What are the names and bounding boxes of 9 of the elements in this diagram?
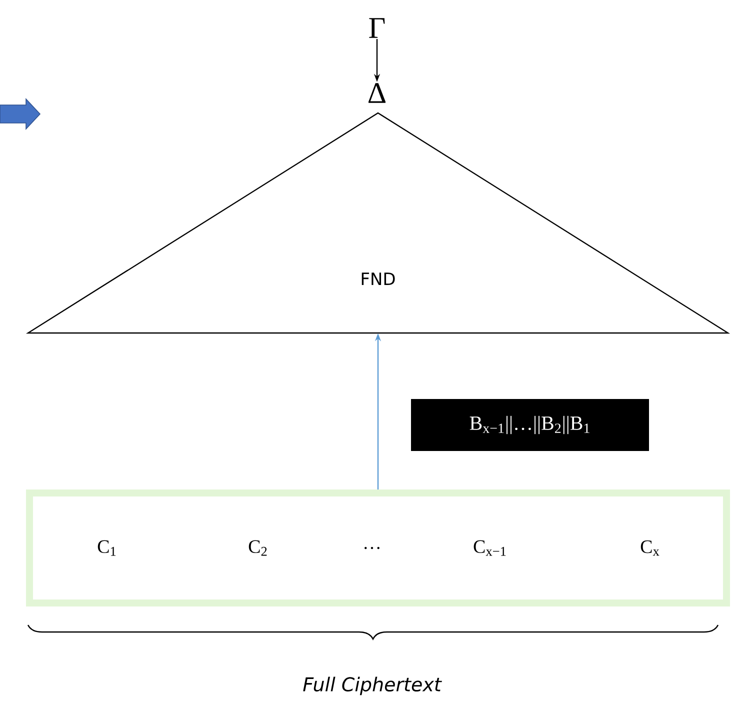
block-label: … [364, 546, 380, 550]
edge-label: B$_{x−1}$||…||B$_{2}$||B$_{1}$ [411, 399, 649, 451]
brace-label: Full Ciphertext [303, 676, 442, 696]
block-label: C$_{2}$ [248, 540, 267, 556]
block-label: C$_{1}$ [98, 540, 116, 556]
symbol-label: Δ [368, 83, 386, 103]
block-label: C$_{x−1}$ [474, 540, 506, 556]
block-label: C$_{x}$ [640, 540, 660, 556]
symbol-label: Γ [369, 18, 385, 38]
